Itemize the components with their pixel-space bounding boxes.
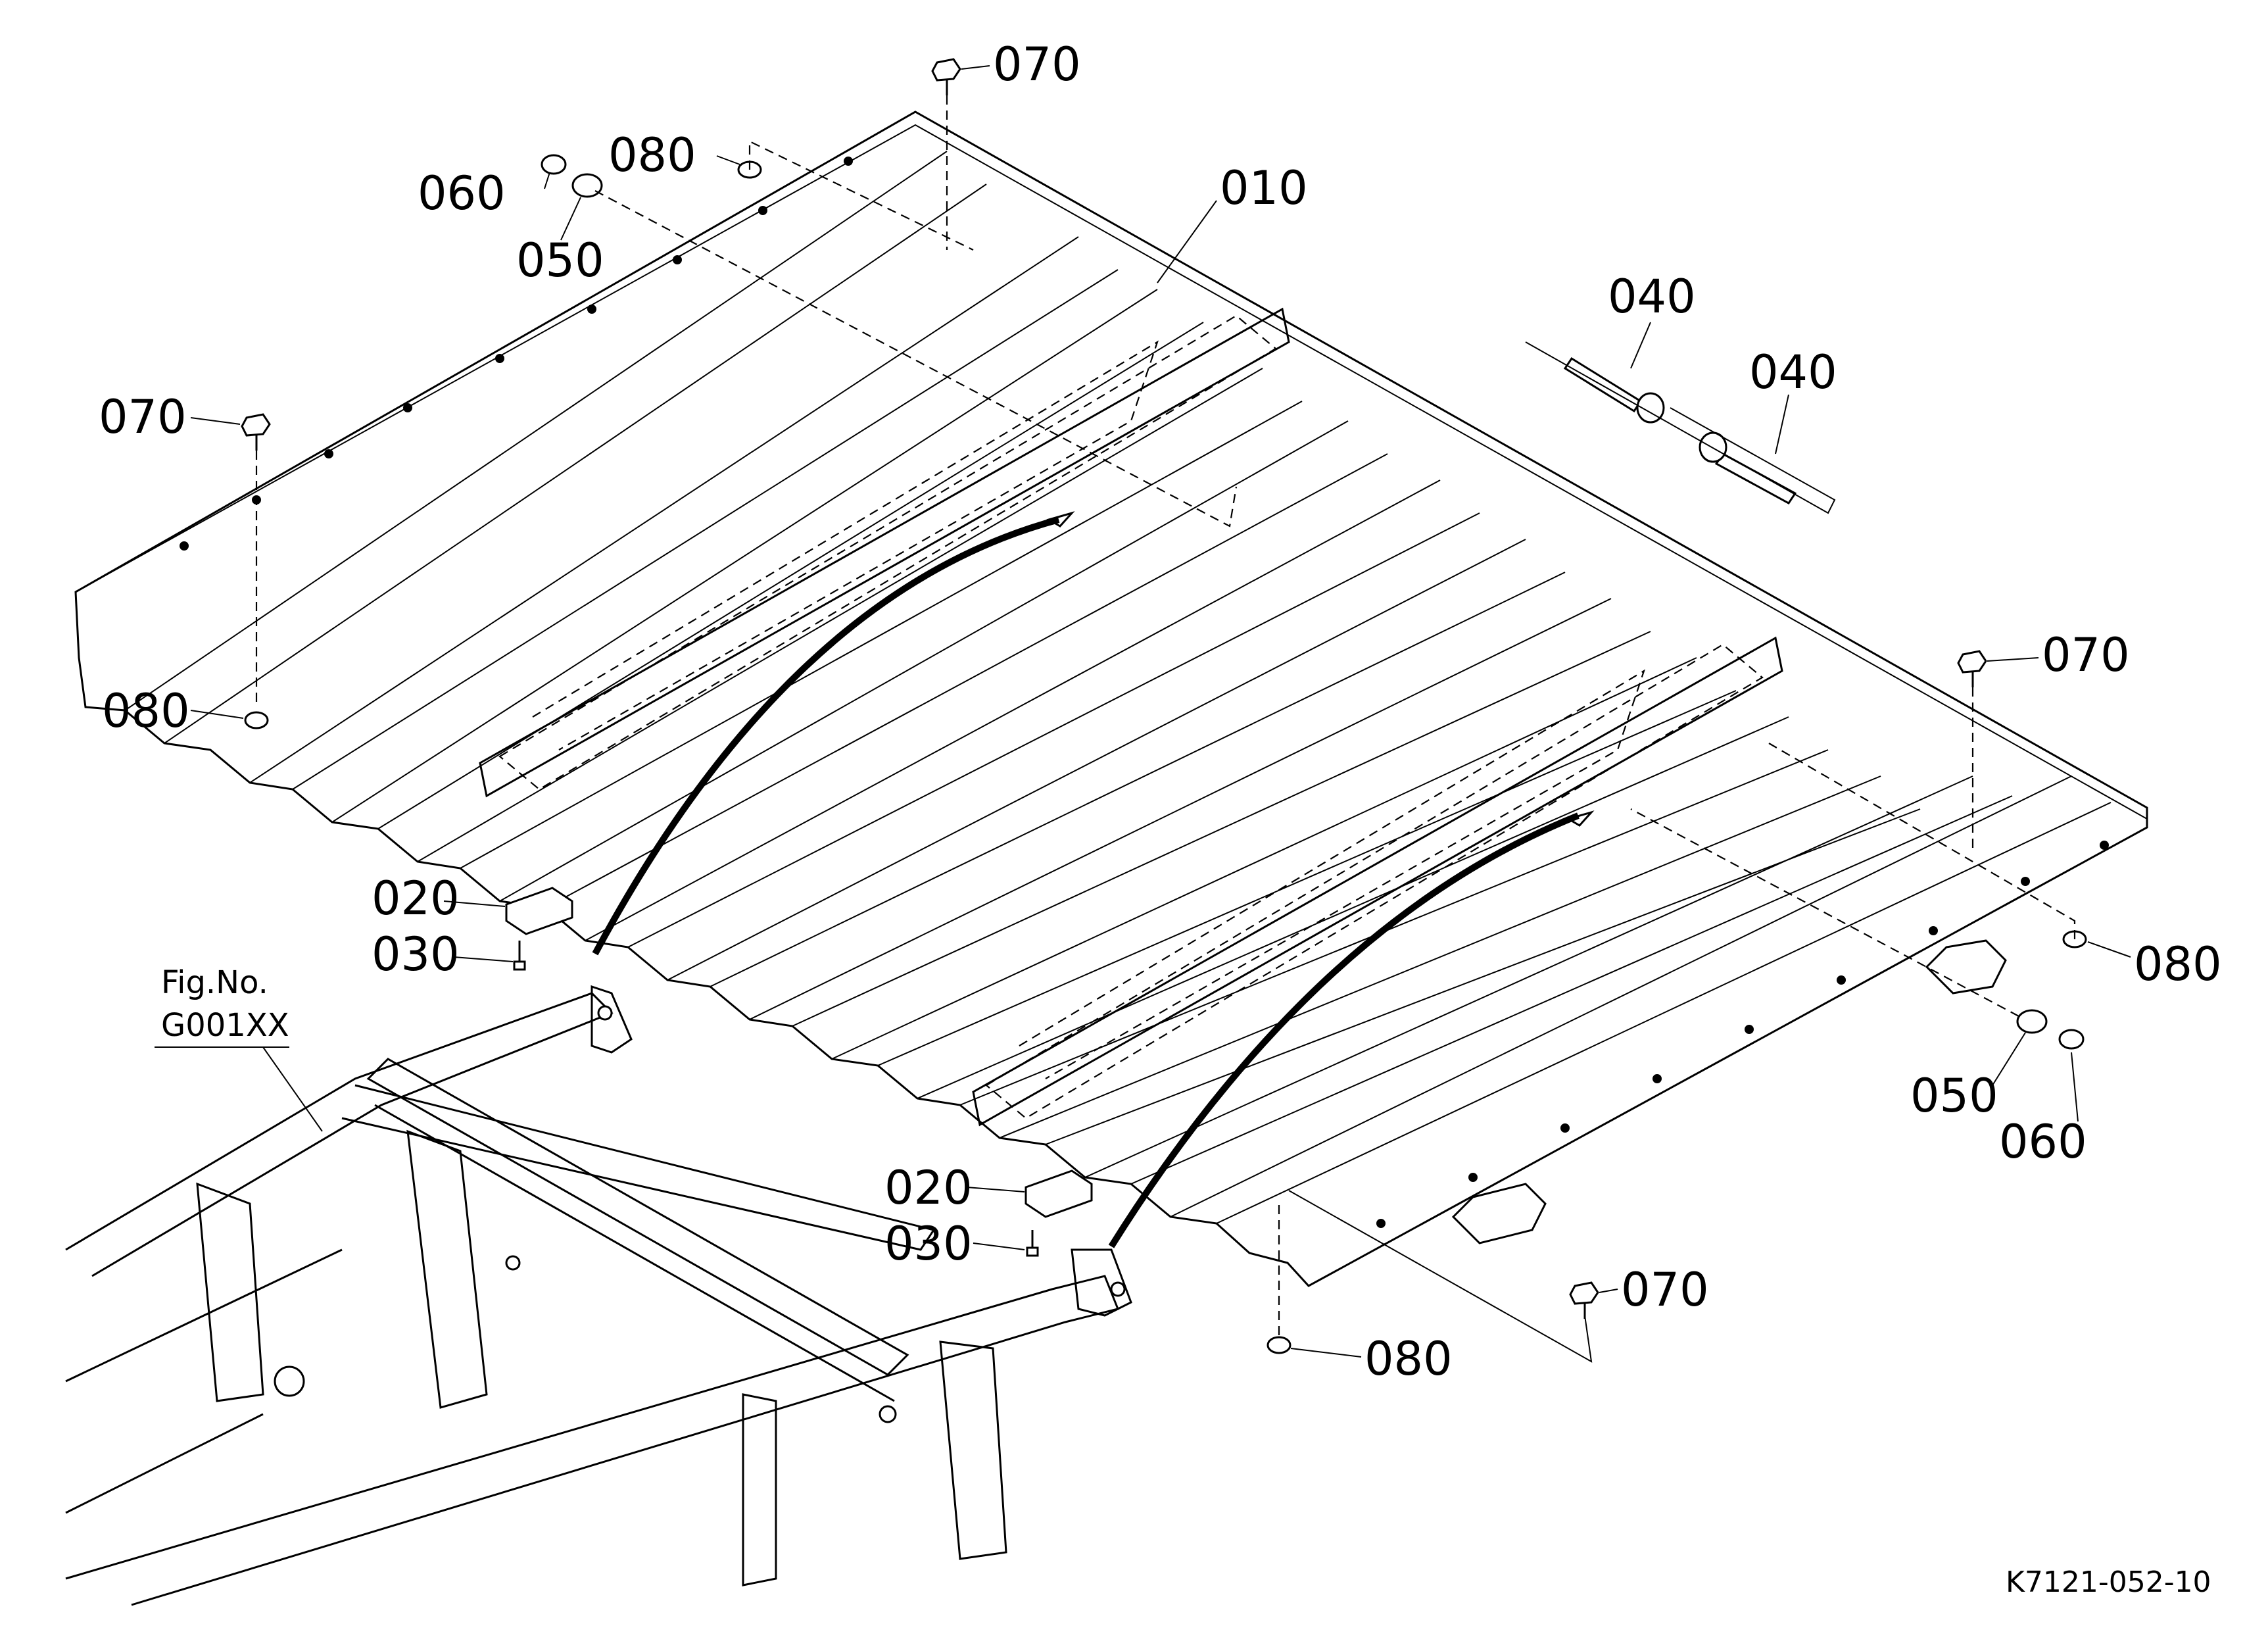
nut-060	[541, 154, 2085, 1050]
assembly-arrow-left	[592, 516, 1060, 956]
figure-reference: Fig.No. G001XX	[155, 964, 289, 1048]
bolt-070-top	[931, 58, 961, 250]
callout-050-right: 050	[1910, 1069, 1998, 1123]
callout-020-left: 020	[372, 872, 460, 925]
vehicle-frame	[65, 985, 1132, 1606]
callout-070-bottom: 070	[1621, 1263, 1709, 1317]
callout-080-right: 080	[2134, 937, 2222, 991]
screw-030	[513, 941, 1039, 1257]
callout-040-top: 040	[1608, 270, 1696, 324]
callout-070-top: 070	[993, 37, 1081, 91]
callout-070-right: 070	[2042, 628, 2130, 682]
spacer-020	[505, 887, 1093, 1218]
panel-ribs	[124, 151, 2111, 1224]
drawing-code: K7121-052-10	[2006, 1565, 2211, 1599]
leader-lines	[190, 65, 2131, 1363]
callout-080-bottom: 080	[1364, 1332, 1453, 1386]
edge-holes	[180, 157, 2109, 1228]
callout-060-top: 060	[418, 166, 506, 220]
figure-reference-label: Fig.No.	[161, 964, 268, 1001]
bolt-070-left	[241, 413, 271, 704]
callout-080-top: 080	[608, 128, 696, 182]
bolt-070-bottom	[1569, 1281, 1599, 1319]
bolt-070-right	[1957, 650, 1987, 848]
assembly-arrow-right	[1108, 812, 1580, 1248]
callout-060-right: 060	[1999, 1115, 2087, 1169]
side-handle	[1925, 939, 2007, 995]
callout-070-left: 070	[99, 390, 187, 444]
callout-080-left: 080	[102, 684, 190, 738]
cargo-bed-panel	[74, 111, 2148, 1287]
side-handle	[1451, 1183, 1547, 1244]
callout-040-right: 040	[1749, 345, 1837, 399]
washer-050	[571, 173, 2048, 1034]
callout-050-top: 050	[516, 234, 604, 287]
callout-010: 010	[1220, 161, 1308, 215]
callout-030-left: 030	[372, 927, 460, 981]
underside-rails	[479, 307, 1783, 1127]
callout-020-right: 020	[884, 1161, 973, 1215]
callout-030-right: 030	[884, 1217, 973, 1271]
nut-080	[244, 160, 2087, 1354]
figure-reference-code: G001XX	[161, 1007, 289, 1044]
callout-labels: 010 020 020 030 030 040 040 050 050 060 …	[99, 37, 2222, 1386]
